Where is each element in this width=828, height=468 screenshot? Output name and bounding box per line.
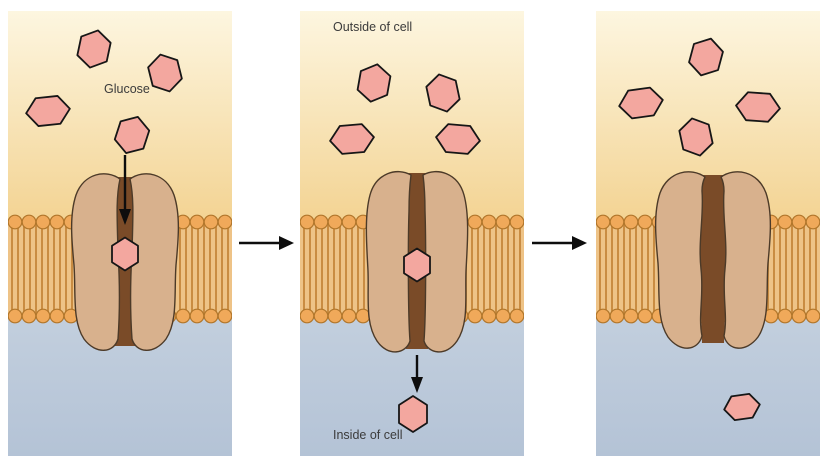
arrow-head — [572, 236, 587, 250]
lipid-head — [637, 214, 653, 230]
transporter-protein — [654, 171, 772, 349]
lipid-head — [49, 308, 65, 324]
glucose-entry-arrow — [119, 155, 131, 225]
lipid-head — [805, 214, 820, 230]
transporter-left-lobe — [654, 171, 706, 349]
glucose-molecule — [425, 73, 461, 113]
lipid-head — [509, 308, 524, 324]
glucose-molecule — [723, 392, 761, 422]
lipid-head — [313, 214, 329, 230]
lipid-head — [596, 308, 611, 324]
lipid-head — [49, 214, 65, 230]
lipid-head — [217, 308, 232, 324]
lipid-head — [467, 308, 483, 324]
lipid-head — [21, 214, 37, 230]
lipid-head — [637, 308, 653, 324]
lipid-head — [495, 308, 511, 324]
glucose-molecule — [618, 86, 664, 120]
lipid-head — [791, 308, 807, 324]
lipid-head — [355, 308, 371, 324]
lipid-head — [481, 308, 497, 324]
glucose-molecule — [356, 63, 392, 103]
glucose-exit-arrow — [411, 355, 423, 393]
glucose-molecule — [113, 116, 151, 154]
arrow-step2-to-step3 — [532, 236, 587, 250]
panel-3 — [596, 11, 820, 456]
glucose-molecule — [25, 95, 71, 127]
lipid-head — [467, 214, 483, 230]
lipid-head — [609, 214, 625, 230]
lipid-head — [8, 214, 23, 230]
glucose-molecule — [688, 37, 724, 77]
transporter-left-lobe — [365, 170, 412, 353]
lipid-head — [327, 214, 343, 230]
lipid-head — [341, 308, 357, 324]
transporter-right-lobe — [422, 170, 469, 353]
panel-1 — [8, 11, 232, 456]
inside-of-cell-label: Inside of cell — [333, 428, 403, 442]
transporter-protein — [365, 170, 469, 353]
lipid-head — [203, 214, 219, 230]
glucose-molecule — [735, 91, 781, 123]
lipid-head — [35, 214, 51, 230]
lipid-head — [217, 214, 232, 230]
lipid-head — [777, 214, 793, 230]
lipid-head — [481, 214, 497, 230]
arrow-head — [411, 377, 423, 393]
glucose-molecule — [76, 29, 112, 69]
lipid-head — [300, 214, 315, 230]
outside-of-cell-label: Outside of cell — [333, 20, 413, 34]
lipid-head — [805, 308, 820, 324]
glucose-molecule — [678, 117, 714, 157]
glucose-molecule — [147, 53, 183, 93]
lipid-head — [8, 308, 23, 324]
lipid-head — [189, 214, 205, 230]
transporter-channel — [696, 175, 730, 343]
lipid-head — [189, 308, 205, 324]
glucose-molecule — [398, 395, 428, 433]
arrow-step1-to-step2 — [239, 236, 294, 250]
glucose-layer — [618, 37, 781, 422]
glucose-molecule — [111, 236, 139, 272]
lipid-head — [203, 308, 219, 324]
lipid-head — [35, 308, 51, 324]
lipid-head — [777, 308, 793, 324]
lipid-head — [509, 214, 524, 230]
arrow-head — [279, 236, 294, 250]
glucose-molecule — [403, 247, 431, 283]
lipid-head — [609, 308, 625, 324]
lipid-head — [623, 308, 639, 324]
panel-2 — [300, 11, 524, 456]
lipid-head — [495, 214, 511, 230]
glucose-layer — [329, 63, 481, 433]
glucose-molecule — [435, 123, 481, 155]
lipid-head — [596, 214, 611, 230]
transporter-right-lobe — [720, 171, 772, 349]
lipid-head — [623, 214, 639, 230]
arrow-head — [119, 209, 131, 225]
lipid-head — [21, 308, 37, 324]
glucose-molecule — [329, 123, 375, 155]
lipid-head — [327, 308, 343, 324]
glucose-layer — [25, 29, 183, 272]
lipid-head — [175, 308, 191, 324]
lipid-head — [791, 214, 807, 230]
lipid-head — [341, 214, 357, 230]
glucose-label: Glucose — [104, 82, 150, 96]
lipid-head — [300, 308, 315, 324]
lipid-head — [313, 308, 329, 324]
